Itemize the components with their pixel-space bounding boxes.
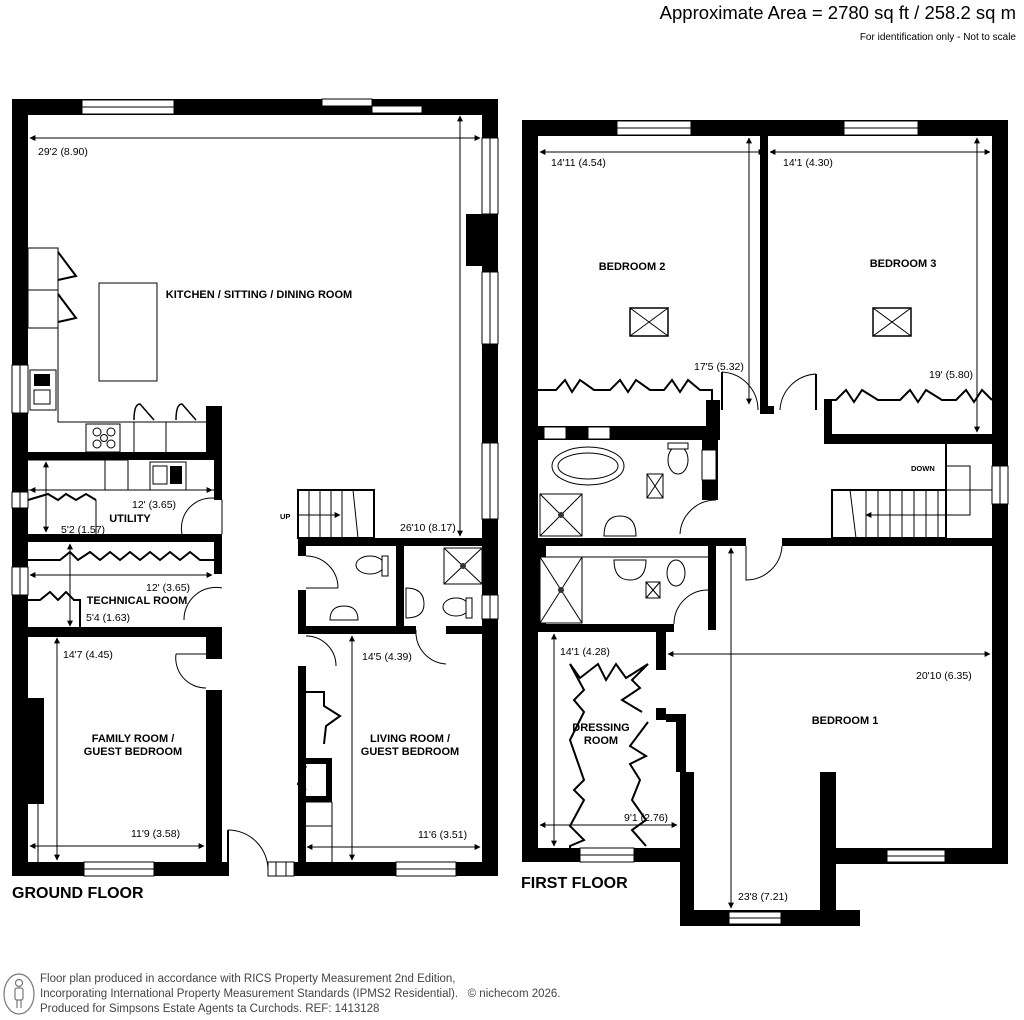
dimension-kitchen-length: 26'10 (8.17) [400,522,456,534]
footer-line-2: Incorporating International Property Mea… [40,988,459,1000]
chimney-breast [466,214,498,266]
dimension-bedroom2-width: 14'11 (4.54) [551,157,606,169]
basin-icon [613,559,647,581]
floor-plan: KITCHEN / SITTING / DINING ROOM 29'2 (8.… [11,98,1009,926]
dimension-dressing-width: 9'1 (2.76) [624,812,668,824]
room-label-bedroom-3: BEDROOM 3 [870,258,937,270]
toilet-icon [355,555,385,575]
room-label-utility: UTILITY [109,513,151,525]
room-label-bedroom-2: BEDROOM 2 [599,261,666,273]
basin-icon [405,587,425,619]
person-logo-icon [3,973,35,1015]
footer-line-3: Produced for Simpsons Estate Agents ta C… [40,1003,380,1015]
dimension-living-length: 14'5 (4.39) [362,651,412,663]
dimension-technical-length: 5'4 (1.63) [86,612,130,624]
room-label-family-2: GUEST BEDROOM [84,746,182,758]
room-label-dressing-1: DRESSING [572,722,629,734]
toilet-icon [442,597,470,617]
toilet-icon [667,445,689,475]
fireplace [28,698,44,804]
approximate-area: Approximate Area = 2780 sq ft / 258.2 sq… [659,2,1016,23]
staircase [297,489,375,539]
room-label-technical: TECHNICAL ROOM [87,595,188,607]
footer: Floor plan produced in accordance with R… [0,968,640,1018]
dimension-bedroom1-length: 23'8 (7.21) [738,891,788,903]
dimension-living-width: 11'6 (3.51) [418,829,467,841]
dimension-kitchen-width: 29'2 (8.90) [38,146,88,158]
toilet-icon [666,559,686,587]
room-label-living-2: GUEST BEDROOM [361,746,459,758]
hob-icon [85,423,121,453]
room-label-bedroom-1: BEDROOM 1 [812,715,879,727]
dimension-technical-width: 12' (3.65) [146,582,190,594]
dimension-bedroom3-width: 14'1 (4.30) [783,157,833,169]
identification-note: For identification only - Not to scale [859,32,1016,43]
sliding-door [321,98,373,107]
footer-line-1: Floor plan produced in accordance with R… [40,973,456,985]
ground-floor-label: GROUND FLOOR [12,885,144,902]
first-floor-plan: BEDROOM 2 14'11 (4.54) 17'5 (5.32) BEDRO… [522,120,1009,926]
footer-copyright: © nichecom 2026. [467,988,561,1000]
dimension-family-width: 11'9 (3.58) [131,828,180,840]
dimension-bedroom2-length: 17'5 (5.32) [694,361,744,373]
room-label-kitchen: KITCHEN / SITTING / DINING ROOM [166,289,352,301]
basin-icon [329,605,359,621]
staircase [831,489,947,539]
area-header: Approximate Area = 2780 sq ft / 258.2 sq… [660,2,1016,43]
room-label-dressing-2: ROOM [584,735,618,747]
dimension-bedroom1-width: 20'10 (6.35) [916,670,972,682]
stairs-down-label: DOWN [911,464,935,473]
dimension-family-length: 14'7 (4.45) [63,649,113,661]
ground-left-wall [12,99,28,874]
basin-icon [603,515,637,537]
first-floor-label: FIRST FLOOR [521,875,628,892]
kitchen-cabinet [27,247,59,291]
dimension-utility-length: 5'2 (1.57) [61,524,105,536]
dimension-bedroom3-length: 19' (5.80) [929,369,973,381]
dimension-utility-width: 12' (3.65) [132,499,176,511]
kitchen-island [98,282,158,382]
room-label-family-1: FAMILY ROOM / [92,733,175,745]
room-label-living-1: LIVING ROOM / [370,733,450,745]
stairs-up-label: UP [280,512,290,521]
ground-floor-plan: KITCHEN / SITTING / DINING ROOM 29'2 (8.… [11,98,499,877]
dimension-dressing-length: 14'1 (4.28) [560,646,610,658]
